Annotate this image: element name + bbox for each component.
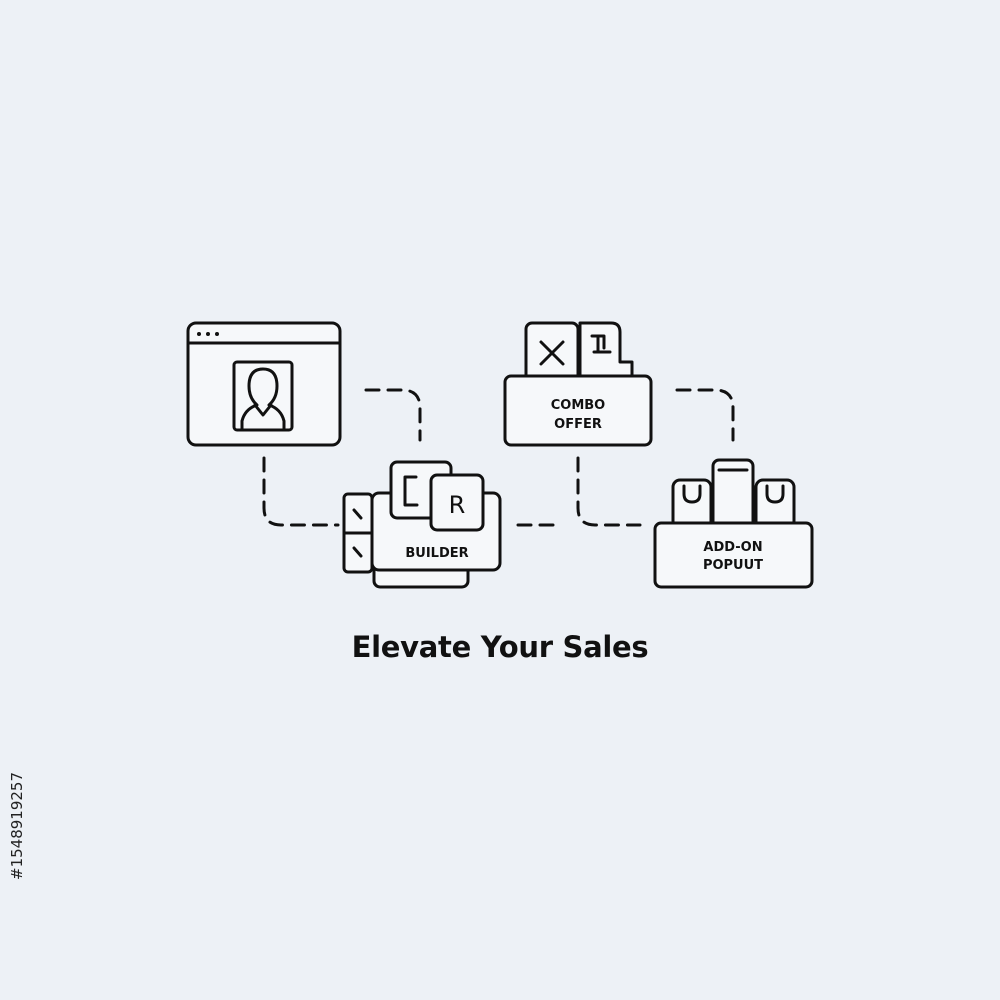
builder-label: BUILDER bbox=[405, 546, 468, 561]
connector-combo-to-addon bbox=[576, 456, 642, 527]
flow-connectors bbox=[262, 388, 735, 527]
combo-offer-box-icon bbox=[503, 321, 653, 447]
headline: Elevate Your Sales bbox=[351, 630, 649, 664]
combo-offer-label-line1: COMBO bbox=[551, 398, 606, 413]
addon-popup-label-line1: ADD-ON bbox=[703, 540, 762, 555]
connector-profile-to-builder bbox=[262, 456, 340, 527]
stock-id-text: #1548919257 bbox=[8, 771, 26, 880]
addon-popup-label-line2: POPUUT bbox=[703, 558, 763, 573]
combo-offer-label-line2: OFFER bbox=[554, 417, 602, 432]
add-on-popup-bag-icon bbox=[653, 458, 814, 589]
browser-profile-icon bbox=[186, 321, 342, 447]
builder-cards-icon bbox=[342, 460, 502, 589]
connector-combo-to-addon-top bbox=[675, 388, 735, 442]
builder-letter: R bbox=[449, 491, 466, 519]
connector-profile-to-builder-top bbox=[364, 388, 422, 442]
